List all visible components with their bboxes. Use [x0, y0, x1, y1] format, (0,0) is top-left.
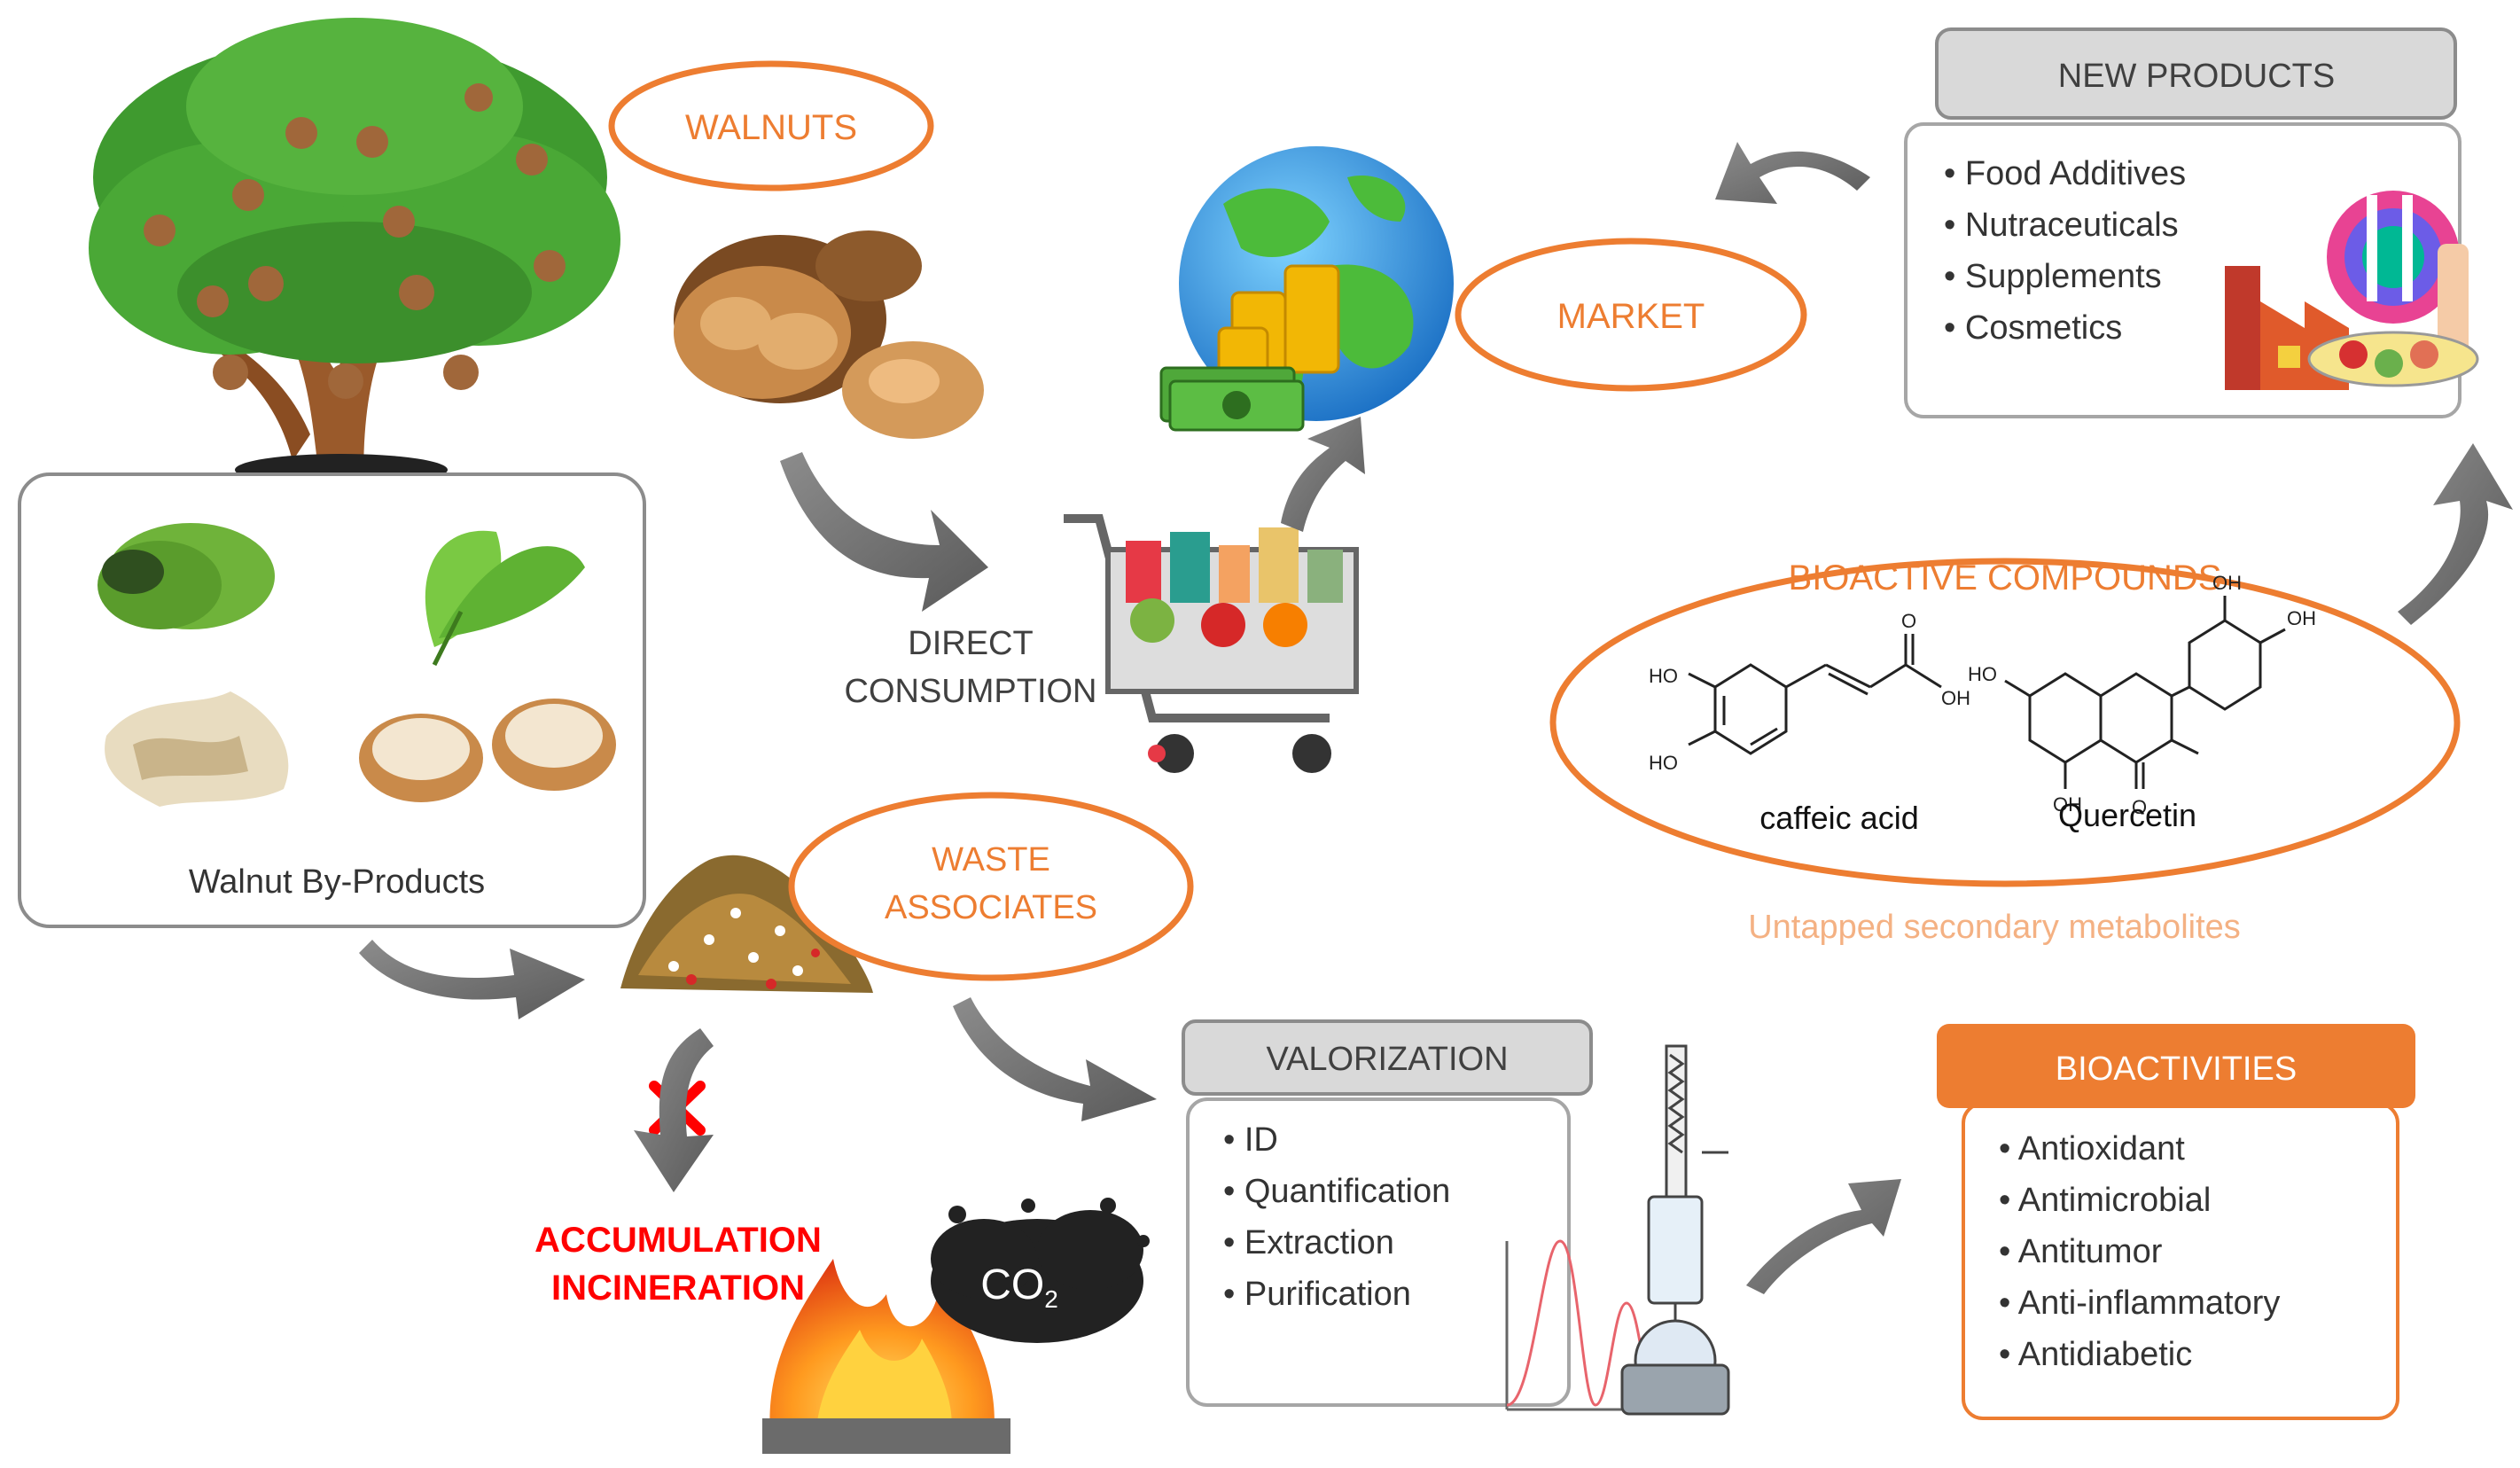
arrow-icon: [359, 940, 585, 1019]
arrow-icon: [2398, 443, 2513, 625]
byproducts-label: Walnut By-Products: [189, 863, 485, 901]
atom-label: OH: [2212, 572, 2242, 594]
walnut-leaf-icon: [425, 530, 585, 667]
direct-consumption-line2: CONSUMPTION: [845, 673, 1097, 710]
bioactivities-item: • Antidiabetic: [1999, 1336, 2192, 1373]
atom-label: OH: [2287, 607, 2316, 629]
walnut-tree-icon: [89, 18, 620, 486]
market-label: MARKET: [1557, 297, 1705, 336]
arrow-icon: [1715, 142, 1870, 204]
untapped-metabolites-label: Untapped secondary metabolites: [1748, 909, 2241, 946]
byproducts-panel: Walnut By-Products: [18, 472, 646, 928]
new-products-title: NEW PRODUCTS: [2058, 58, 2335, 95]
walnuts-label: WALNUTS: [685, 108, 857, 147]
co2-label: CO2: [980, 1261, 1058, 1313]
quercetin-label: Quercetin: [2058, 797, 2196, 833]
atom-label: O: [1901, 610, 1916, 632]
valorization-item: • Extraction: [1223, 1224, 1394, 1261]
caffeic-acid-structure: [1688, 634, 1942, 755]
walnut-kernel-icon: [674, 230, 984, 439]
bioactivities-item: • Antioxidant: [1999, 1130, 2185, 1167]
arrow-icon: [780, 452, 988, 612]
walnut-septum-icon: [105, 691, 289, 807]
bioactive-ellipse: [1549, 558, 2461, 887]
bioactivities-item: • Antitumor: [1999, 1233, 2163, 1270]
atom-label: OH: [1941, 687, 1970, 709]
waste-ellipse: [788, 792, 1194, 981]
walnuts-ellipse: [608, 60, 934, 191]
bioactivities-panel: BIOACTIVITIES • Antioxidant • Antimicrob…: [1937, 1024, 2415, 1420]
soxhlet-extractor-icon: [1620, 1044, 1730, 1416]
arrow-icon: [634, 1028, 714, 1192]
valorization-item: • Purification: [1223, 1276, 1411, 1313]
bioactivities-item: • Anti-inflammatory: [1999, 1284, 2280, 1322]
globe-money-icon: [1159, 146, 1454, 432]
quercetin-structure: [2004, 596, 2286, 789]
atom-label: HO: [1649, 665, 1678, 687]
waste-line2: ASSOCIATES: [885, 889, 1097, 926]
fire-icon: [762, 1259, 1010, 1454]
valorization-item: • ID: [1223, 1121, 1278, 1159]
atom-label: HO: [1649, 752, 1678, 774]
market-ellipse: [1455, 238, 1807, 392]
bioactive-title: BIOACTIVE COMPOUNDS: [1789, 558, 2222, 597]
walnut-shell-icon: [359, 699, 616, 802]
waste-pile-icon: [620, 855, 873, 993]
shopping-cart-icon: [1064, 514, 1359, 773]
bioactive-compounds-group: BIOACTIVE COMPOUNDS HO HO O OH caffeic a…: [1549, 558, 2461, 887]
direct-consumption-line1: DIRECT: [908, 625, 1033, 662]
arrow-icon: [1281, 417, 1365, 532]
factory-products-icon: [2225, 191, 2479, 390]
accumulation-line2: INCINERATION: [551, 1269, 805, 1308]
bioactivities-item: • Antimicrobial: [1999, 1182, 2211, 1219]
valorization-title: VALORIZATION: [1266, 1041, 1508, 1078]
new-products-item: • Food Additives: [1944, 155, 2186, 192]
atom-label: HO: [1968, 663, 1997, 685]
valorization-item: • Quantification: [1223, 1173, 1450, 1210]
atom-label: O: [2132, 796, 2147, 818]
new-products-item: • Cosmetics: [1944, 309, 2122, 347]
new-products-item: • Supplements: [1944, 258, 2162, 295]
co2-cloud-icon: CO2: [931, 1198, 1150, 1343]
bioactivities-title: BIOACTIVITIES: [2056, 1050, 2297, 1088]
caffeic-acid-label: caffeic acid: [1759, 800, 1918, 836]
new-products-item: • Nutraceuticals: [1944, 207, 2179, 244]
green-husk-icon: [98, 523, 275, 629]
accumulation-line1: ACCUMULATION: [534, 1221, 822, 1260]
walnuts-group: WALNUTS: [608, 60, 984, 439]
waste-line1: WASTE: [932, 841, 1050, 878]
atom-label: OH: [2053, 793, 2082, 816]
arrow-icon: [953, 997, 1157, 1121]
valorization-panel: VALORIZATION • ID • Quantification • Ext…: [1182, 1019, 1593, 1407]
arrow-icon: [1746, 1179, 1901, 1294]
new-products-panel: NEW PRODUCTS • Food Additives • Nutraceu…: [1904, 27, 2479, 418]
